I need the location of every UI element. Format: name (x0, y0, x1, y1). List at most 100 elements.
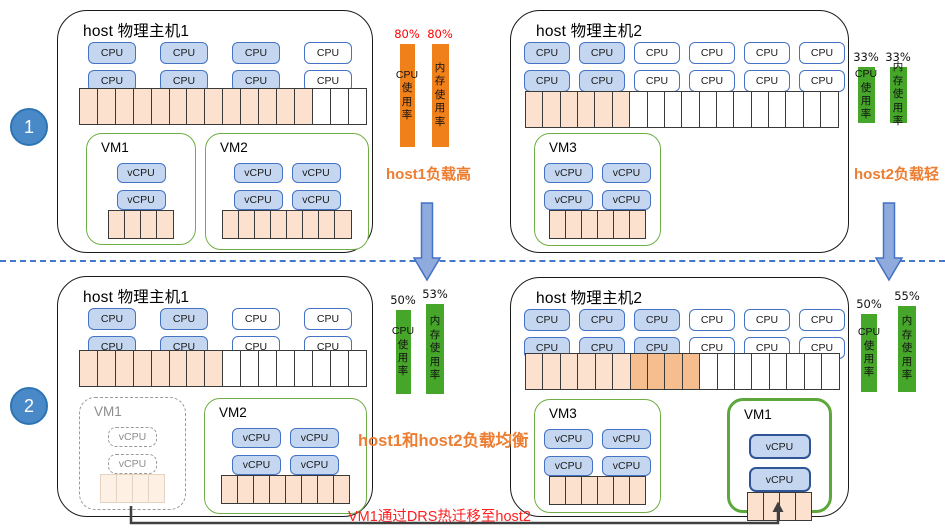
memory-cell (542, 91, 562, 128)
memory-cell (220, 475, 239, 504)
gauge-bar: 内存 使 用 率 (889, 61, 907, 127)
memory-cell (96, 350, 117, 387)
host1-before-memory-bar (79, 88, 367, 125)
memory-cell (293, 88, 314, 125)
cpu-box: CPU (524, 70, 570, 92)
gauge-host2-before-cpu: 33% CPU 使 用 率 (848, 50, 884, 123)
note-host1-high-load: host1负载高 (386, 166, 472, 183)
memory-cell (316, 475, 335, 504)
vm1-memory-bar (108, 210, 174, 239)
cpu-box: CPU (232, 70, 280, 92)
vcpu-box: vCPU (108, 454, 157, 474)
cpu-box: CPU (634, 70, 680, 92)
memory-cell (768, 91, 787, 128)
memory-cell (596, 476, 615, 505)
memory-cell (115, 474, 134, 503)
memory-cell (559, 91, 579, 128)
cpu-box: CPU (304, 42, 352, 64)
cpu-box: CPU (744, 309, 790, 331)
cpu-box: CPU (634, 42, 680, 64)
gauge-value: 33% (853, 50, 879, 64)
vcpu-box: vCPU (233, 163, 283, 183)
vm1-migrated-memory-bar (746, 492, 813, 521)
cpu-column: CPU CPU (524, 42, 570, 92)
memory-cell (778, 492, 797, 521)
memory-cell (803, 353, 823, 390)
memory-cell (746, 492, 765, 521)
memory-cell (750, 91, 770, 128)
gauge-host2-before-mem: 33% 内存 使 用 率 (880, 50, 916, 127)
vcpu-box: vCPU (602, 429, 651, 449)
memory-cell (311, 350, 332, 387)
memory-cell (681, 91, 701, 128)
memory-cell (329, 88, 350, 125)
cpu-box: CPU (160, 308, 208, 330)
memory-cell (646, 353, 666, 390)
gauge-bar: 内存 使 用 率 (426, 304, 444, 394)
vm1-migrated-vcpu-grid: vCPU vCPU (748, 434, 811, 492)
cpu-box: CPU (579, 42, 625, 64)
host1-after-memory-bar (79, 350, 367, 387)
memory-cell (258, 88, 278, 125)
memory-cell (664, 353, 684, 390)
memory-cell (238, 210, 256, 239)
memory-cell (204, 350, 224, 387)
memory-cell (802, 91, 822, 128)
memory-cell (131, 474, 150, 503)
host2-before-title: host 物理主机2 (536, 23, 643, 40)
vm1-ghost-name: VM1 (94, 404, 122, 419)
memory-cell (698, 91, 718, 128)
down-arrow-host1-icon (412, 202, 442, 287)
gauge-value: 50% (390, 293, 416, 307)
memory-cell (222, 350, 242, 387)
memory-cell (646, 91, 666, 128)
vcpu-box: vCPU (291, 163, 341, 183)
memory-cell (150, 350, 171, 387)
cpu-box: CPU (304, 308, 352, 330)
memory-cell (236, 475, 255, 504)
gauge-value: 80% (427, 27, 453, 41)
memory-cell (240, 350, 260, 387)
vcpu-box: vCPU (748, 467, 811, 492)
gauge-bar: CPU 使 用 率 (858, 314, 880, 392)
vm2-name: VM2 (220, 140, 248, 155)
vcpu-box: vCPU (748, 434, 811, 459)
host2-after-title: host 物理主机2 (536, 290, 643, 307)
memory-cell (286, 210, 304, 239)
vm3-after-memory-bar (548, 476, 647, 505)
cpu-box: CPU (232, 42, 280, 64)
note-vm1-migration: VM1通过DRS热迁移至host2 (348, 509, 531, 525)
cpu-box: CPU (524, 42, 570, 64)
memory-cell (240, 88, 260, 125)
memory-cell (525, 91, 544, 128)
gauge-value: 80% (394, 27, 420, 41)
vm3-name: VM3 (549, 140, 577, 155)
memory-cell (347, 88, 367, 125)
cpu-box: CPU (744, 70, 790, 92)
memory-cell (329, 350, 350, 387)
memory-cell (132, 88, 153, 125)
memory-cell (786, 353, 806, 390)
gauge-bar: 内存 使 用 率 (431, 44, 449, 147)
memory-cell (252, 475, 271, 504)
gauge-host2-after-mem: 55% 内存 使 用 率 (889, 289, 925, 392)
down-arrow-host2-icon (874, 202, 904, 287)
step-divider-dashed-line (0, 260, 945, 262)
memory-cell (794, 492, 813, 521)
step-2-badge: 2 (10, 387, 48, 425)
